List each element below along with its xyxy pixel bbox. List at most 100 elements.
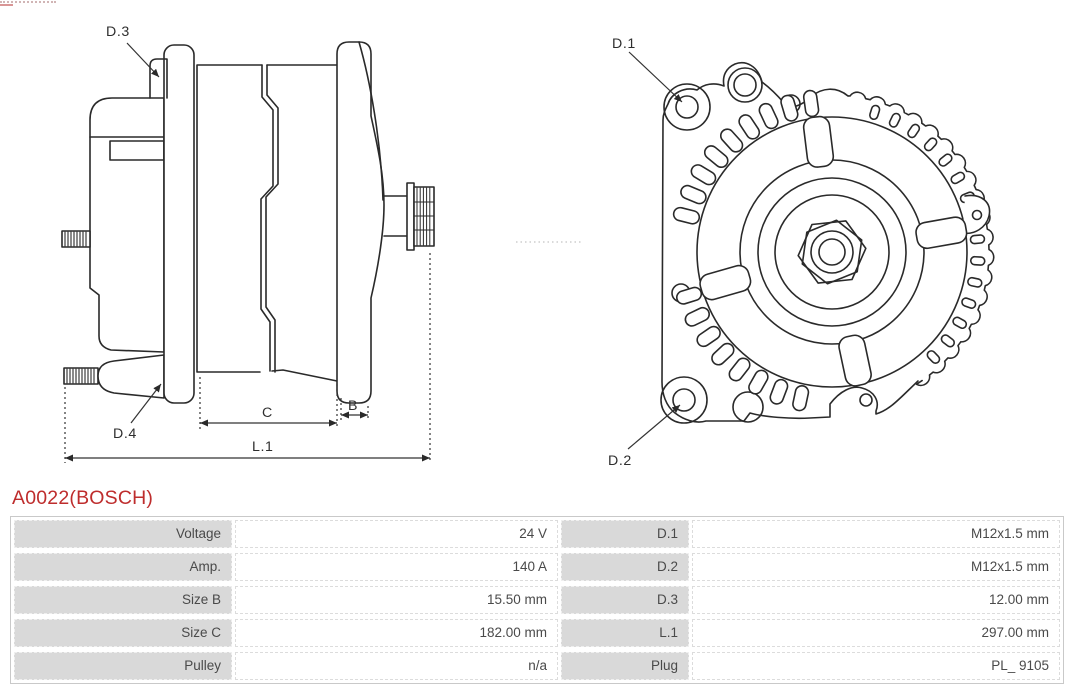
label-d1: D.1 — [612, 36, 636, 52]
spec-value: 182.00 mm — [235, 619, 558, 647]
vent-slot — [938, 153, 953, 167]
b-plus-terminal-lug — [97, 354, 165, 399]
spec-label: D.2 — [561, 553, 689, 581]
upper-hole — [733, 73, 757, 97]
leader-d3 — [126, 42, 160, 78]
spec-label: Amp. — [14, 553, 232, 581]
spec-value: n/a — [235, 652, 558, 680]
spec-table: Voltage 24 V D.1 M12x1.5 mm Amp. 140 A D… — [10, 516, 1064, 684]
leader-d4 — [130, 383, 162, 424]
part-number-title: A0022(BOSCH) — [12, 487, 154, 509]
vent-slot — [675, 286, 703, 305]
extension-lines — [64, 253, 431, 463]
hex-nut-outline — [797, 220, 867, 284]
spec-label: Pulley — [14, 652, 232, 680]
spec-label: D.1 — [561, 520, 689, 548]
spec-value: M12x1.5 mm — [692, 520, 1060, 548]
vent-slot — [769, 378, 789, 405]
hub-circle-inner — [774, 194, 890, 310]
vent-slot — [728, 357, 751, 382]
stud-thread-hatch — [64, 231, 95, 384]
side-view-drawing — [61, 41, 435, 404]
spec-value: 140 A — [235, 553, 558, 581]
label-d4: D.4 — [113, 426, 137, 442]
hex-nut-outline — [801, 219, 863, 285]
mounting-plate — [163, 44, 195, 404]
rear-leaders — [627, 51, 683, 450]
thread-hatch — [416, 187, 431, 246]
bracket-silhouette — [661, 62, 919, 423]
bracket-bulge-line — [358, 41, 384, 201]
shaft-nut-hexagon — [797, 219, 867, 285]
label-d3: D.3 — [106, 24, 130, 40]
spec-label: Plug — [561, 652, 689, 680]
stator-ring-circle — [696, 116, 968, 388]
vent-slot — [907, 123, 921, 139]
fan-spoke — [915, 216, 968, 250]
spec-value: 297.00 mm — [692, 619, 1060, 647]
vent-slot — [961, 297, 977, 309]
vent-slot — [969, 255, 986, 266]
spec-value: PL_ 9105 — [692, 652, 1060, 680]
mount-hole-d1 — [675, 95, 699, 119]
bottom-tab-hole — [859, 393, 873, 407]
leader-d1 — [628, 51, 683, 103]
vent-slot — [926, 350, 941, 364]
terminal-stud-lower — [63, 367, 99, 385]
spec-value: 12.00 mm — [692, 586, 1060, 614]
shaft — [383, 195, 408, 237]
spec-label: L.1 — [561, 619, 689, 647]
spec-value: 24 V — [235, 520, 558, 548]
body-seam-b — [265, 64, 279, 373]
label-b: B — [348, 398, 358, 414]
top-mounting-tab — [149, 58, 168, 99]
side-bump-hole — [971, 209, 983, 221]
label-d2: D.2 — [608, 453, 632, 469]
rear-cover — [89, 97, 165, 353]
shaft-flange — [406, 182, 415, 251]
vent-slot — [684, 306, 710, 327]
alternator-technical-drawing: D.3 D.4 C B L.1 D.1 D.2 — [61, 24, 995, 469]
spec-label: D.3 — [561, 586, 689, 614]
vent-slot — [719, 128, 744, 153]
label-l1: L.1 — [252, 439, 274, 455]
top-mount-boss — [663, 83, 711, 131]
shaft-circle — [810, 230, 854, 274]
fan-disc-circle — [739, 159, 925, 345]
dimension-annotations — [64, 42, 431, 463]
drive-end-bracket — [336, 41, 385, 404]
fan-spoke — [802, 115, 835, 168]
spec-label: Size B — [14, 586, 232, 614]
vent-slot — [690, 164, 717, 186]
fan-spoke — [838, 334, 872, 387]
upper-hole-ring — [727, 67, 763, 103]
vent-slot — [792, 385, 810, 412]
rear-view-drawing — [660, 62, 995, 424]
body-seam-a — [260, 64, 274, 372]
vent-slot — [923, 137, 938, 152]
vent-slot — [738, 114, 761, 140]
vent-slot — [888, 112, 901, 128]
label-c: C — [262, 405, 273, 421]
leader-d2 — [627, 404, 681, 450]
hub-circle-outer — [757, 177, 907, 327]
vent-slot — [672, 206, 701, 225]
generated-detail — [672, 89, 995, 412]
spec-label: Size C — [14, 619, 232, 647]
spec-value: M12x1.5 mm — [692, 553, 1060, 581]
cropped-watermark-fragment — [0, 1, 56, 3]
vent-slot — [969, 234, 986, 245]
vent-slot — [780, 94, 799, 122]
spec-label: Voltage — [14, 520, 232, 548]
vent-slot — [802, 89, 820, 118]
vent-slot — [940, 334, 956, 348]
spec-value: 15.50 mm — [235, 586, 558, 614]
vent-slot — [967, 276, 983, 288]
vent-slot — [711, 342, 735, 366]
cropped-watermark-fragment-red — [0, 4, 13, 6]
stator-body — [196, 64, 341, 382]
shaft-bore — [818, 238, 846, 266]
mount-hole-d2 — [672, 388, 696, 412]
vent-slot — [952, 316, 968, 330]
vent-slot — [696, 325, 721, 348]
